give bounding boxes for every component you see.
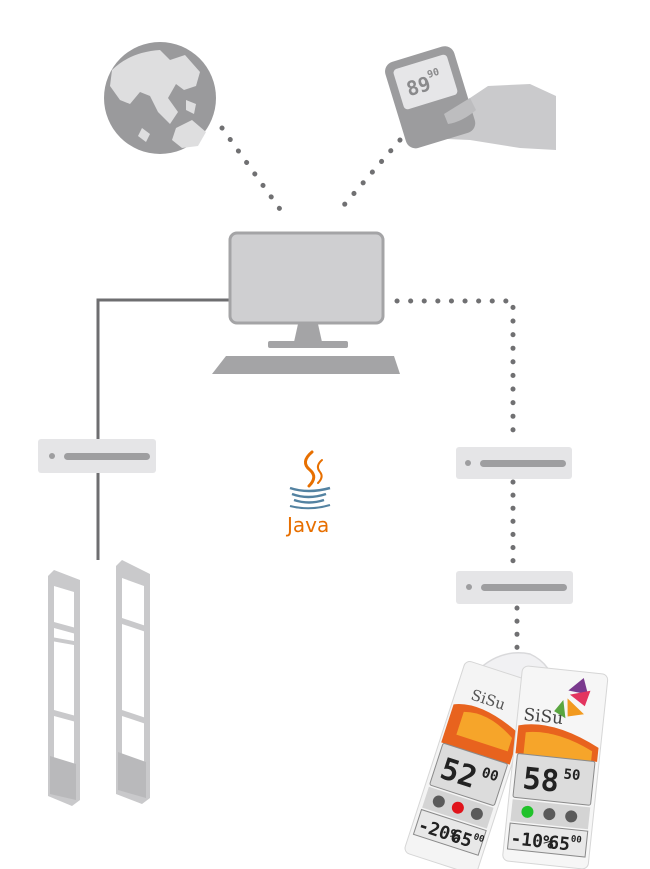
wireless-link-dotted [394, 298, 516, 443]
price-tag-2: SiSu 58 50 -10% 65 00 [502, 665, 609, 869]
tag-1-light-3 [470, 807, 483, 820]
handheld-terminal-icon: 89 90 [385, 46, 556, 150]
router-left [38, 439, 156, 473]
tag-2-new-price-cents: 00 [570, 835, 582, 846]
security-gate-right [116, 560, 150, 804]
tag-2-light-1 [521, 805, 534, 818]
connections [96, 125, 520, 671]
router-right-upper [456, 447, 572, 479]
tag-1-light-1 [432, 795, 445, 808]
price-tag-1: SiSu 52 00 -20% 65 00 [404, 661, 538, 869]
tag-2-light-3 [565, 810, 578, 823]
security-gate-left [48, 570, 80, 806]
tag-2-light-2 [543, 808, 556, 821]
monitor-screen [228, 231, 385, 325]
tag-2-discount: -10% [509, 828, 554, 853]
java-label: Java [285, 513, 329, 537]
java-logo: Java [285, 450, 331, 537]
monitor-stand [294, 324, 322, 342]
tag-2-price-main: 58 [521, 761, 561, 800]
tag-1-new-price-cents: 00 [472, 832, 485, 845]
tag-1-price-cents: 00 [479, 765, 500, 785]
tag-1-light-2 [451, 801, 464, 814]
globe-icon [104, 42, 216, 154]
java-steam [304, 450, 316, 488]
keyboard [212, 356, 400, 374]
computer-icon [212, 231, 400, 374]
handheld-price-cents: 90 [426, 67, 441, 81]
router-right-lower [456, 571, 573, 604]
globe-link-dotted [219, 125, 285, 215]
java-cup [289, 486, 331, 493]
wired-link [96, 298, 230, 560]
tag-2-price-cents: 50 [563, 766, 581, 784]
handheld-link-dotted [335, 137, 403, 215]
tag-2-new-price-main: 65 [547, 832, 571, 855]
